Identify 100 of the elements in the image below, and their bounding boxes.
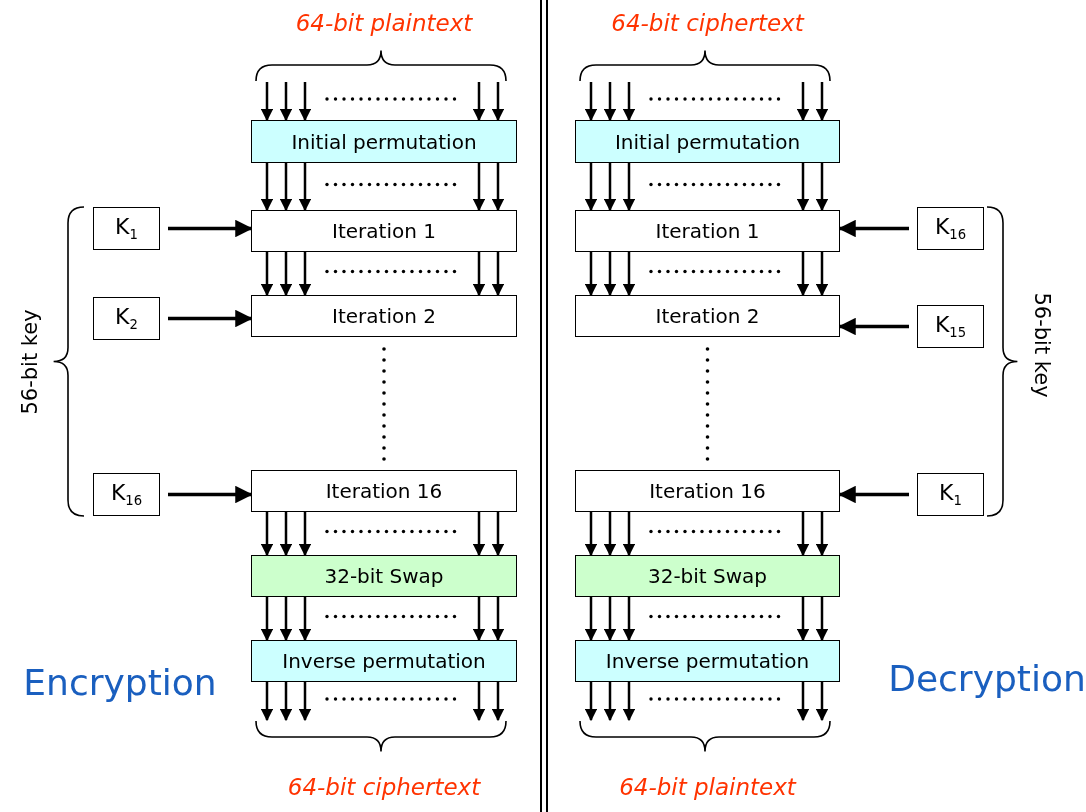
arrow	[260, 82, 274, 122]
arrow	[584, 512, 598, 557]
arrow	[279, 512, 293, 557]
arrow	[603, 163, 617, 212]
arrow	[168, 309, 253, 328]
arrow	[472, 597, 486, 642]
arrow	[260, 512, 274, 557]
box-label: Iteration 16	[649, 479, 766, 503]
arrow	[491, 512, 505, 557]
box-label: Iteration 1	[332, 219, 436, 243]
arrow	[298, 163, 312, 212]
arrow	[298, 597, 312, 642]
box-label: 32-bit Swap	[647, 564, 768, 588]
arrow	[491, 682, 505, 722]
key-label: K$_{16}$	[934, 214, 967, 243]
process-box	[575, 555, 840, 597]
arrow	[279, 252, 293, 297]
arrow	[622, 597, 636, 642]
section-title: Decryption	[888, 657, 1086, 699]
key-size-label: 56-bit key	[1030, 292, 1054, 398]
arrow	[815, 82, 829, 122]
arrow	[472, 163, 486, 212]
key-box	[93, 207, 160, 250]
arrow	[298, 512, 312, 557]
arrow	[838, 219, 909, 238]
arrow	[603, 682, 617, 722]
section-title: Encryption	[23, 661, 217, 703]
arrow	[796, 252, 810, 297]
arrow	[622, 82, 636, 122]
arrow	[168, 219, 253, 238]
process-box	[251, 555, 517, 597]
arrow	[472, 682, 486, 722]
arrow	[796, 512, 810, 557]
arrow	[279, 682, 293, 722]
arrow	[603, 82, 617, 122]
arrow	[298, 252, 312, 297]
process-box	[575, 210, 840, 252]
box-label: Iteration 2	[332, 304, 436, 328]
key-label: K$_{2}$	[115, 304, 138, 333]
box-label: Iteration 1	[655, 219, 760, 243]
arrow	[622, 512, 636, 557]
arrow	[584, 252, 598, 297]
arrow	[622, 682, 636, 722]
arrow	[279, 163, 293, 212]
arrow	[298, 82, 312, 122]
box-label: Iteration 2	[655, 304, 760, 328]
arrow	[584, 597, 598, 642]
data-label: 64-bit ciphertext	[287, 773, 481, 802]
arrow	[491, 163, 505, 212]
arrow	[472, 82, 486, 122]
key-label: K$_{1}$	[939, 480, 962, 509]
arrow	[603, 512, 617, 557]
arrow	[260, 163, 274, 212]
arrow	[260, 252, 274, 297]
key-label: K$_{15}$	[934, 312, 967, 341]
arrow	[603, 597, 617, 642]
data-label: 64-bit plaintext	[619, 773, 796, 802]
key-box	[917, 207, 984, 250]
key-box	[93, 297, 160, 340]
process-box	[575, 120, 840, 163]
arrow	[838, 317, 909, 336]
process-box	[575, 470, 840, 512]
arrow	[603, 252, 617, 297]
arrow	[796, 682, 810, 722]
arrow	[815, 597, 829, 642]
process-box	[575, 640, 840, 682]
key-label: K$_{16}$	[110, 480, 143, 509]
arrow	[298, 682, 312, 722]
arrow	[472, 512, 486, 557]
arrow	[168, 485, 253, 504]
box-label: Initial permutation	[291, 129, 477, 154]
arrow	[584, 163, 598, 212]
key-box	[917, 305, 984, 348]
arrow	[279, 597, 293, 642]
arrow	[260, 597, 274, 642]
arrow	[472, 252, 486, 297]
process-box	[251, 210, 517, 252]
arrow	[584, 682, 598, 722]
arrow	[491, 597, 505, 642]
process-box	[251, 295, 517, 337]
arrow	[815, 163, 829, 212]
key-box	[917, 473, 984, 516]
arrow	[796, 597, 810, 642]
arrow	[796, 163, 810, 212]
arrow	[838, 485, 909, 504]
arrow	[491, 82, 505, 122]
arrow	[279, 82, 293, 122]
process-box	[251, 470, 517, 512]
arrow	[815, 512, 829, 557]
key-size-label: 56-bit key	[18, 309, 42, 415]
arrow	[622, 252, 636, 297]
arrow	[584, 82, 598, 122]
process-box	[575, 295, 840, 337]
data-label: 64-bit plaintext	[295, 9, 473, 38]
process-box	[251, 640, 517, 682]
data-label: 64-bit ciphertext	[611, 9, 804, 38]
box-label: Inverse permutation	[282, 649, 486, 673]
arrow	[622, 163, 636, 212]
arrow	[815, 682, 829, 722]
arrow	[260, 682, 274, 722]
